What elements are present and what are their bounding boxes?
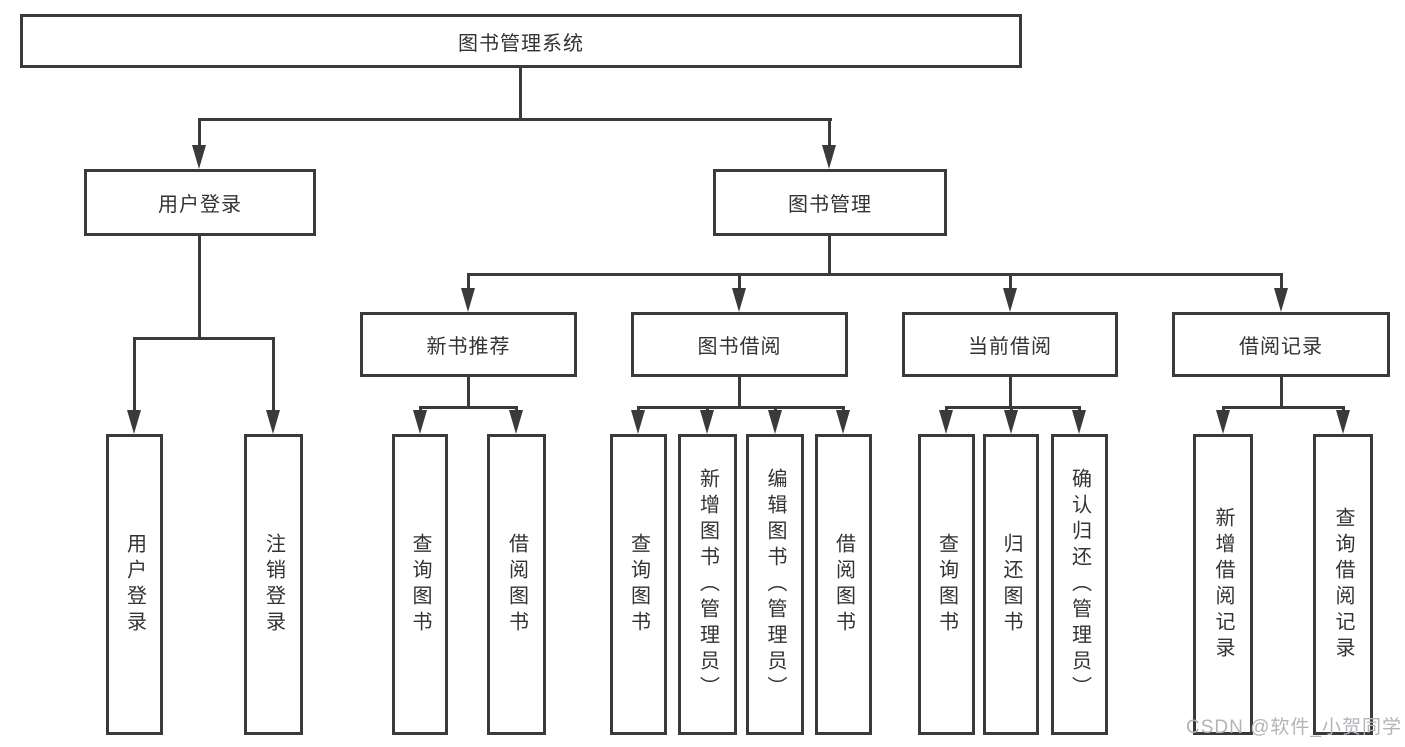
leaf-nbr-borrow-books: 借阅图书 (487, 434, 546, 735)
node-user-login: 用户登录 (84, 169, 316, 236)
arrow-down-icon (1216, 410, 1230, 434)
leaf-nbr-query-books: 查询图书 (392, 434, 448, 735)
leaf-user-login: 用户登录 (106, 434, 163, 735)
arrow-down-icon (939, 410, 953, 434)
leaf-bb-borrow-books: 借阅图书 (815, 434, 872, 735)
connector-user-login-stem (198, 236, 201, 339)
node-root: 图书管理系统 (20, 14, 1022, 68)
connector-drop (842, 406, 845, 412)
connector-drop (1342, 406, 1345, 412)
connector-bb-stem (738, 377, 741, 409)
node-book-management: 图书管理 (713, 169, 947, 236)
connector-drop (133, 337, 136, 411)
leaf-br-add-record: 新增借阅记录 (1193, 434, 1253, 735)
arrow-down-icon (822, 145, 836, 169)
leaf-logout: 注销登录 (244, 434, 303, 735)
connector-cb-split (945, 406, 1081, 409)
leaf-bb-add-books-admin: 新增图书（管理员） (678, 434, 737, 735)
connector-book-mgmt-split (467, 273, 1283, 276)
arrow-down-icon (732, 288, 746, 312)
arrow-down-icon (192, 145, 206, 169)
connector-drop (945, 406, 948, 412)
connector-root-split (198, 118, 832, 121)
connector-root-stem (519, 66, 522, 120)
connector-drop (774, 406, 777, 412)
connector-drop (1078, 406, 1081, 412)
connector-drop (637, 406, 640, 412)
connector-drop (1009, 273, 1012, 289)
connector-book-mgmt-stem (828, 236, 831, 276)
arrow-down-icon (1072, 410, 1086, 434)
connector-user-login-split (133, 337, 275, 340)
arrow-down-icon (1336, 410, 1350, 434)
connector-nbr-split (419, 406, 518, 409)
connector-br-stem (1280, 377, 1283, 409)
connector-drop (1280, 273, 1283, 289)
arrow-down-icon (413, 410, 427, 434)
leaf-bb-edit-books-admin: 编辑图书（管理员） (746, 434, 804, 735)
leaf-cb-confirm-return-admin: 确认归还（管理员） (1051, 434, 1108, 735)
arrow-down-icon (509, 410, 523, 434)
node-borrow-records: 借阅记录 (1172, 312, 1390, 377)
node-new-book-recommend: 新书推荐 (360, 312, 577, 377)
leaf-cb-query-books: 查询图书 (918, 434, 975, 735)
csdn-watermark: CSDN @软件_小贺同学 (1186, 717, 1402, 738)
connector-drop (706, 406, 709, 412)
connector-bb-split (637, 406, 845, 409)
node-current-borrow: 当前借阅 (902, 312, 1118, 377)
arrow-down-icon (768, 410, 782, 434)
arrow-down-icon (266, 410, 280, 434)
arrow-down-icon (1274, 288, 1288, 312)
node-book-borrow: 图书借阅 (631, 312, 848, 377)
leaf-br-query-record: 查询借阅记录 (1313, 434, 1373, 735)
arrow-down-icon (631, 410, 645, 434)
connector-br-split (1222, 406, 1345, 409)
connector-drop (1010, 406, 1013, 412)
arrow-down-icon (127, 410, 141, 434)
arrow-down-icon (1003, 288, 1017, 312)
leaf-cb-return-books: 归还图书 (983, 434, 1039, 735)
connector-nbr-stem (467, 377, 470, 409)
arrow-down-icon (700, 410, 714, 434)
connector-drop (198, 118, 201, 146)
connector-drop (272, 337, 275, 411)
arrow-down-icon (836, 410, 850, 434)
connector-drop (419, 406, 422, 412)
connector-cb-stem (1009, 377, 1012, 409)
connector-drop (828, 118, 831, 146)
connector-drop (467, 273, 470, 289)
arrow-down-icon (1004, 410, 1018, 434)
arrow-down-icon (461, 288, 475, 312)
leaf-bb-query-books: 查询图书 (610, 434, 667, 735)
connector-drop (1222, 406, 1225, 412)
connector-drop (515, 406, 518, 412)
connector-drop (738, 273, 741, 289)
